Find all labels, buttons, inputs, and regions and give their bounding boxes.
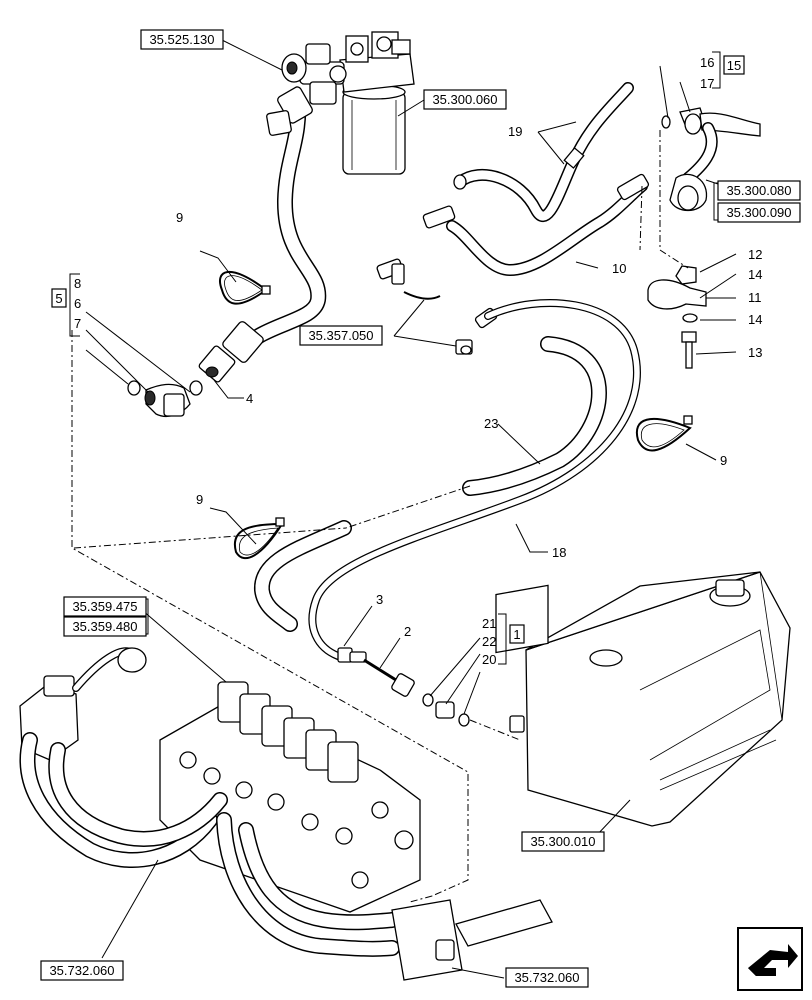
ref-35-300-060[interactable]: 35.300.060 (423, 89, 507, 110)
callout-10: 10 (612, 261, 626, 276)
next-page-arrow-icon[interactable] (737, 927, 803, 991)
hose-19 (453, 82, 634, 223)
tee-fittings (376, 258, 498, 355)
svg-text:35.357.050: 35.357.050 (308, 328, 373, 343)
callout-9-top: 9 (176, 210, 183, 225)
callout-12: 12 (748, 247, 762, 262)
ref-35-732-060-left[interactable]: 35.732.060 (40, 960, 124, 981)
hose-filter-to-valve (198, 86, 327, 383)
svg-text:5: 5 (55, 291, 62, 306)
callout-14-a: 14 (748, 267, 762, 282)
callout-16: 16 (700, 55, 714, 70)
group-1[interactable]: 1 (498, 613, 525, 665)
filter-assembly (281, 31, 415, 175)
callout-6: 6 (74, 296, 81, 311)
fitting-group-15 (661, 107, 761, 212)
callout-3: 3 (376, 592, 383, 607)
hose-clamp-9-top (219, 271, 271, 305)
svg-text:35.300.080: 35.300.080 (726, 183, 791, 198)
hose-clamp-9-mid (233, 517, 285, 560)
callout-11: 11 (748, 290, 762, 305)
callout-2: 2 (404, 624, 411, 639)
elbow-fitting-assembly (127, 380, 203, 418)
hose-end-fittings (337, 647, 470, 727)
return-hose-23 (254, 336, 607, 632)
ref-35-525-130[interactable]: 35.525.130 (140, 29, 224, 50)
callout-21: 21 (482, 616, 496, 631)
svg-text:35.359.480: 35.359.480 (72, 619, 137, 634)
svg-text:35.732.060: 35.732.060 (514, 970, 579, 985)
callout-4: 4 (246, 391, 253, 406)
callout-17: 17 (700, 76, 714, 91)
clamp-hardware (647, 265, 707, 369)
ref-35-732-060-right[interactable]: 35.732.060 (505, 967, 589, 988)
group-5[interactable]: 5 (51, 273, 80, 337)
ref-35-357-050[interactable]: 35.357.050 (299, 325, 383, 346)
svg-text:35.300.060: 35.300.060 (432, 92, 497, 107)
callout-numbers: 8 6 7 4 9 16 17 19 10 12 14 11 14 13 23 … (74, 55, 762, 667)
hydraulic-tank (495, 571, 791, 827)
callout-23: 23 (484, 416, 498, 431)
ref-35-359-480[interactable]: 35.359.480 (63, 616, 147, 637)
callout-8: 8 (74, 276, 81, 291)
callout-20: 20 (482, 652, 496, 667)
hose-clamp-9-right (635, 415, 693, 452)
hose-10 (422, 173, 650, 276)
callout-19: 19 (508, 124, 522, 139)
callout-18: 18 (552, 545, 566, 560)
callout-13: 13 (748, 345, 762, 360)
svg-text:35.300.010: 35.300.010 (530, 834, 595, 849)
callout-22: 22 (482, 634, 496, 649)
ref-35-359-475[interactable]: 35.359.475 (63, 596, 147, 617)
leader-lines (85, 39, 737, 979)
ref-35-300-010[interactable]: 35.300.010 (521, 831, 605, 852)
svg-text:1: 1 (513, 627, 520, 642)
ref-35-300-090[interactable]: 35.300.090 (717, 202, 801, 223)
svg-text:15: 15 (727, 58, 741, 73)
control-valve-block (19, 647, 553, 981)
svg-text:35.359.475: 35.359.475 (72, 599, 137, 614)
svg-text:35.732.060: 35.732.060 (49, 963, 114, 978)
callout-9-mid: 9 (196, 492, 203, 507)
group-15[interactable]: 15 (712, 51, 745, 89)
ref-35-300-080[interactable]: 35.300.080 (717, 180, 801, 201)
svg-text:35.300.090: 35.300.090 (726, 205, 791, 220)
callout-9-right: 9 (720, 453, 727, 468)
callout-7: 7 (74, 316, 81, 331)
callout-14-b: 14 (748, 312, 762, 327)
connection-lines (71, 130, 689, 903)
svg-text:35.525.130: 35.525.130 (149, 32, 214, 47)
hose-18 (308, 298, 641, 660)
